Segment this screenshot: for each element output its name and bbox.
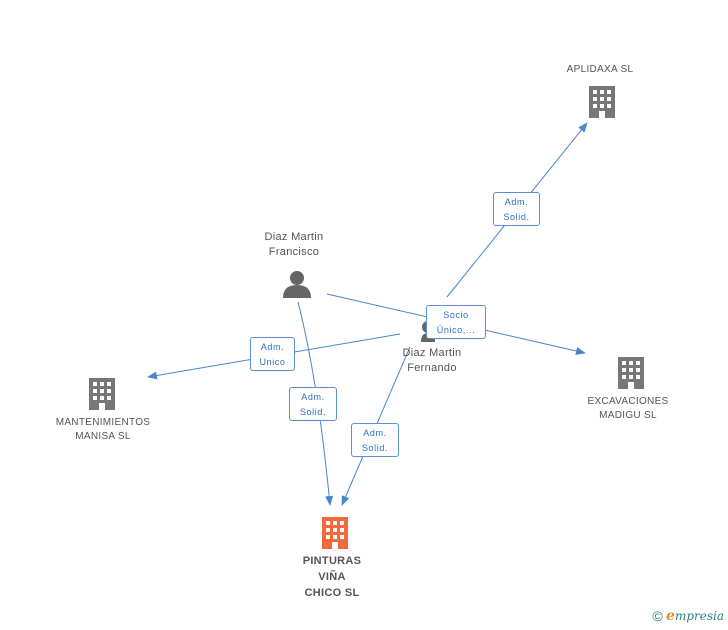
node-label-diaz-francisco: Diaz Martin Francisco: [234, 230, 354, 260]
building-icon: [618, 357, 644, 389]
person-name-line: Diaz Martin: [264, 231, 324, 243]
edge-label-line: Único,...: [436, 325, 476, 335]
edge-label-adm-solid[interactable]: Adm. Solid.: [289, 387, 337, 421]
edge-label-line: Unico: [259, 357, 286, 367]
company-name-line: MANISA SL: [75, 431, 131, 442]
building-icon: [322, 517, 348, 549]
edge-label-line: Solid.: [299, 407, 327, 417]
brand-name: mpresia: [674, 609, 724, 623]
edge-label-line: Adm.: [504, 197, 529, 207]
person-icon: [283, 271, 311, 298]
edge-label-line: Socio: [443, 310, 469, 320]
edge-label-line: Adm.: [301, 392, 325, 402]
person-name-line: Francisco: [268, 246, 320, 258]
company-name-line: MANTENIMIENTOS: [55, 417, 151, 428]
edge-label-line: Solid.: [503, 212, 530, 222]
edge-label-adm-solid[interactable]: Adm. Solid.: [351, 423, 399, 457]
edge-label-line: Solid.: [361, 443, 389, 453]
node-label-aplidaxa: APLIDAXA SL: [540, 63, 660, 77]
node-label-pinturas: PINTURAS VIÑA CHICO SL: [282, 553, 382, 601]
edge-label-line: Adm.: [260, 342, 285, 352]
person-name-line: Diaz Martin: [402, 347, 462, 359]
node-label-excavaciones: EXCAVACIONES MADIGU SL: [568, 395, 688, 423]
edge-label-adm-unico[interactable]: Adm. Unico: [250, 337, 295, 371]
person-name-line: Fernando: [407, 362, 457, 374]
company-name-line: EXCAVACIONES: [587, 396, 669, 407]
empresia-logo: © empresia: [652, 608, 724, 624]
company-name-line: PINTURAS: [302, 555, 362, 567]
company-name: APLIDAXA SL: [566, 64, 634, 75]
edge-label-line: Adm.: [363, 428, 387, 438]
node-label-diaz-fernando: Diaz Martin Fernando: [372, 346, 492, 376]
company-name-line: CHICO SL: [304, 587, 360, 599]
building-icon: [589, 86, 615, 118]
node-label-mantenimientos: MANTENIMIENTOS MANISA SL: [38, 416, 168, 444]
company-name-line: MADIGU SL: [599, 410, 657, 421]
building-icon: [89, 378, 115, 410]
brand-initial: e: [666, 608, 675, 624]
edge-label-socio-unico[interactable]: Socio Único,...: [426, 305, 486, 339]
copyright-icon: ©: [652, 608, 663, 624]
company-name-line: VIÑA: [318, 571, 346, 583]
edge-label-adm-solid[interactable]: Adm. Solid.: [493, 192, 540, 226]
